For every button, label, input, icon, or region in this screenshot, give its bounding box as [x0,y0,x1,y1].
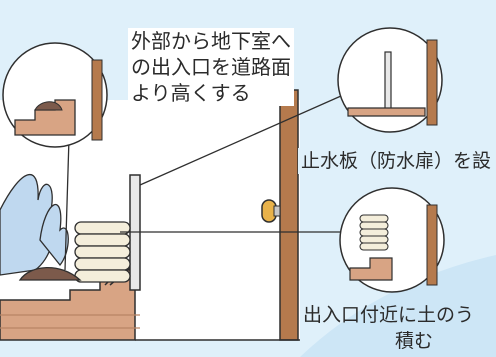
background-wave [300,255,496,357]
detail-mound [34,101,63,111]
label-raise-entrance: 外部から地下室へ の出入口を道路面 より高くする [128,28,294,106]
door-knob-base [273,205,281,217]
ground-mound [18,267,82,281]
wall-pillar [279,89,299,341]
detail-circle-sandbags [339,187,445,293]
detail-sandbag-door [426,204,438,286]
label-sandbags-cont: 積む [395,330,434,352]
detail-sandbag-stairs [349,257,393,281]
sandbag-icon [74,221,131,283]
wave-plant-icon [0,173,55,276]
detail-sandbags [359,214,389,251]
detail-barrier-door [426,39,438,126]
detail-floor [347,107,426,117]
stairs-lines [0,314,140,329]
label-sandbags: 出入口付近に土のう [303,304,475,326]
plant-leaf [39,203,69,267]
detail-barrier [384,51,392,111]
leader-barrier [139,91,351,186]
label-flood-barrier: 止水板（防水扉）を設 [298,148,495,174]
detail-door [91,59,103,141]
